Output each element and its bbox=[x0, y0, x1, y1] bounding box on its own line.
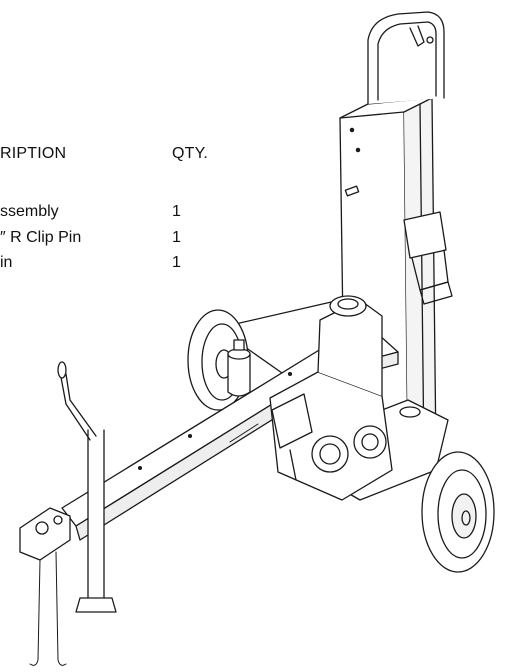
part-qty: 1 bbox=[172, 229, 181, 246]
safety-chains bbox=[30, 552, 66, 665]
part-qty: 1 bbox=[172, 254, 181, 271]
part-description: ssembly bbox=[0, 203, 59, 220]
engine bbox=[270, 296, 392, 500]
tongue-jack bbox=[58, 362, 116, 612]
part-description: in bbox=[0, 254, 13, 271]
part-qty: 1 bbox=[172, 203, 181, 220]
qty-column-header: QTY. bbox=[172, 145, 209, 162]
right-wheel bbox=[422, 452, 494, 572]
hydraulic-filter bbox=[228, 340, 250, 396]
hitch-coupler bbox=[20, 508, 70, 560]
part-description: ″ R Clip Pin bbox=[0, 229, 82, 246]
description-column-header: RIPTION bbox=[0, 145, 67, 162]
top-handle bbox=[368, 12, 444, 104]
wedge-bracket bbox=[404, 212, 452, 304]
